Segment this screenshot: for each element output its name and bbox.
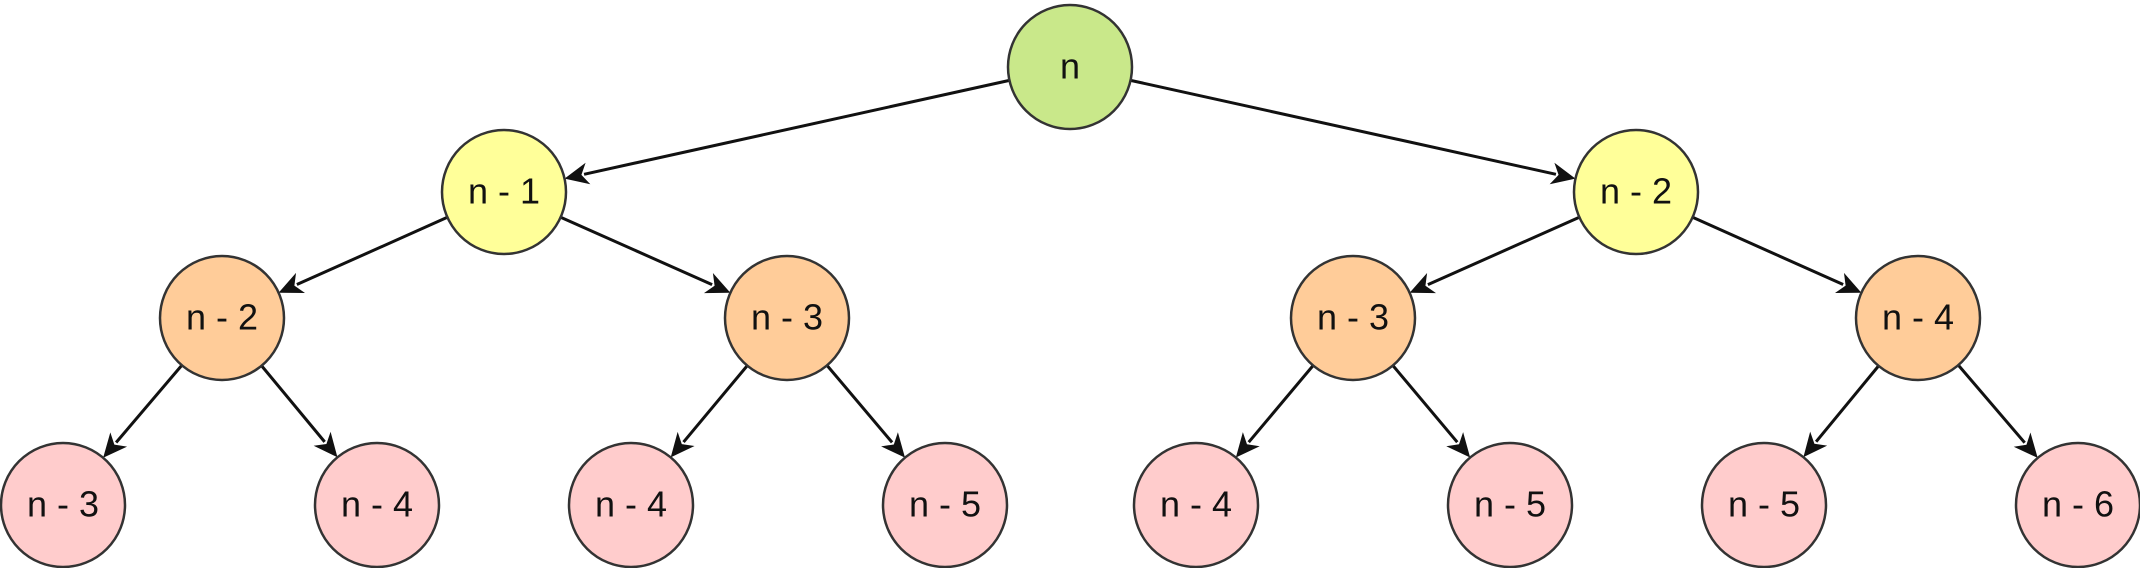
node-label: n - 2: [186, 297, 258, 338]
node-circle: [1700, 441, 1828, 568]
edge-r-to-rl: [1409, 215, 1580, 294]
edge-l-to-lr: [560, 215, 731, 294]
arrowhead-icon: [670, 431, 695, 458]
edge-l-to-ll: [278, 215, 449, 293]
edge-line: [682, 364, 749, 443]
node-label: n - 4: [341, 484, 413, 525]
tree-node-root: n: [1006, 3, 1134, 131]
arrowhead-icon: [564, 162, 591, 185]
node-circle: [158, 254, 286, 382]
node-label: n - 6: [2042, 484, 2114, 525]
node-circle: [1006, 3, 1134, 131]
edge-lr-to-lrr: [825, 364, 905, 458]
tree-node-ll: n - 2: [158, 254, 286, 382]
arrowhead-icon: [1235, 432, 1260, 458]
edge-line: [825, 364, 894, 444]
node-label: n: [1060, 46, 1080, 87]
edge-line: [1427, 215, 1580, 287]
edge-lr-to-lrl: [670, 364, 749, 458]
node-label: n - 5: [1474, 484, 1546, 525]
edge-root-to-r: [1130, 78, 1576, 185]
edge-rl-to-rlr: [1391, 364, 1471, 458]
node-circle: [881, 441, 1009, 568]
tree-node-lrl: n - 4: [567, 441, 695, 568]
edge-line: [1247, 364, 1315, 444]
node-label: n - 2: [1600, 171, 1672, 212]
edge-line: [1691, 215, 1844, 286]
tree-node-l: n - 1: [440, 128, 568, 256]
arrowhead-icon: [2013, 432, 2038, 458]
node-label: n - 4: [1160, 484, 1232, 525]
node-label: n - 4: [595, 484, 667, 525]
tree-node-llr: n - 4: [313, 441, 441, 568]
arrowhead-icon: [1409, 272, 1437, 294]
tree-node-rrr: n - 6: [2014, 441, 2140, 568]
tree-node-lll: n - 3: [0, 441, 127, 568]
arrowhead-icon: [1834, 272, 1862, 293]
node-label: n - 3: [27, 484, 99, 525]
edge-line: [260, 364, 326, 443]
arrowhead-icon: [881, 432, 905, 458]
edge-line: [1391, 364, 1459, 444]
tree-node-lrr: n - 5: [881, 441, 1009, 568]
edge-line: [560, 215, 713, 287]
nodes-layer: n n - 1 n - 2 n - 2 n - 3 n - 3 n - 4 n - 3 n - …: [0, 3, 2140, 568]
node-circle: [1446, 441, 1574, 568]
node-circle: [1854, 254, 1982, 382]
edge-rr-to-rrl: [1803, 364, 1880, 458]
node-label: n - 1: [468, 171, 540, 212]
tree-node-rl: n - 3: [1289, 254, 1417, 382]
node-label: n - 3: [751, 297, 823, 338]
node-label: n - 4: [1882, 297, 1954, 338]
arrowhead-icon: [703, 272, 731, 294]
tree-node-r: n - 2: [1572, 128, 1700, 256]
node-circle: [567, 441, 695, 568]
edge-ll-to-llr: [260, 364, 338, 458]
edge-line: [114, 364, 183, 444]
node-circle: [0, 441, 127, 568]
arrowhead-icon: [103, 432, 128, 458]
edge-rr-to-rrr: [1957, 364, 2038, 458]
edge-line: [1957, 364, 2026, 444]
edge-line: [296, 215, 449, 286]
tree-node-rll: n - 4: [1132, 441, 1260, 568]
tree-node-lr: n - 3: [723, 254, 851, 382]
edge-root-to-l: [564, 78, 1010, 185]
edge-r-to-rr: [1691, 215, 1862, 293]
arrowhead-icon: [1446, 432, 1471, 458]
edge-line: [1130, 78, 1557, 176]
edge-rl-to-rll: [1235, 364, 1315, 458]
node-label: n - 3: [1317, 297, 1389, 338]
node-circle: [1572, 128, 1700, 256]
edge-line: [1814, 364, 1880, 443]
node-circle: [1289, 254, 1417, 382]
node-circle: [440, 128, 568, 256]
arrowhead-icon: [313, 431, 338, 458]
arrowhead-icon: [1549, 162, 1576, 185]
tree-node-rr: n - 4: [1854, 254, 1982, 382]
arrowhead-icon: [278, 272, 306, 293]
tree-node-rlr: n - 5: [1446, 441, 1574, 568]
edge-line: [583, 78, 1010, 176]
node-circle: [723, 254, 851, 382]
node-circle: [2014, 441, 2140, 568]
arrowhead-icon: [1803, 431, 1828, 458]
node-circle: [313, 441, 441, 568]
edge-ll-to-lll: [103, 364, 183, 458]
tree-node-rrl: n - 5: [1700, 441, 1828, 568]
edges-layer: [103, 78, 2038, 458]
node-label: n - 5: [909, 484, 981, 525]
node-label: n - 5: [1728, 484, 1800, 525]
node-circle: [1132, 441, 1260, 568]
